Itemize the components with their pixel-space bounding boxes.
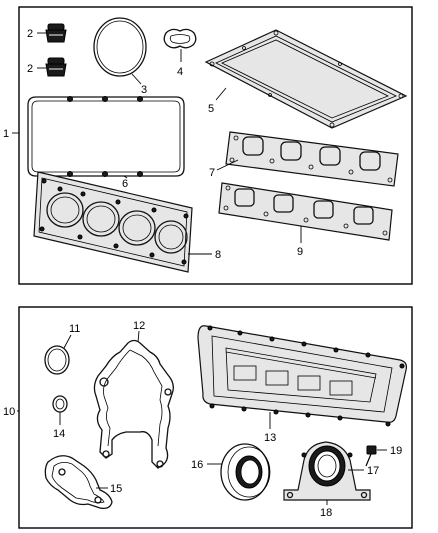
- callout-12: 12: [133, 320, 145, 332]
- exhaust-manifold-gasket-upper: [225, 131, 399, 187]
- callout-9: 9: [297, 246, 303, 258]
- callout-8: 8: [215, 249, 221, 261]
- callout-15: 15: [110, 483, 122, 495]
- o-ring-large: [93, 17, 147, 77]
- rear-seal-retainer: [283, 441, 371, 501]
- o-ring-medium: [44, 345, 70, 375]
- oil-pan-gasket: [197, 325, 407, 427]
- group-label-lower: 10: [3, 406, 15, 418]
- callout-7: 7: [209, 167, 215, 179]
- callout-18: 18: [320, 507, 332, 519]
- intake-manifold-gasket: [204, 29, 408, 129]
- valve-stem-seal-lower: [45, 57, 67, 77]
- o-ring-small: [52, 395, 68, 413]
- callout-16: 16: [191, 459, 203, 471]
- callout-11: 11: [69, 323, 80, 335]
- sensor-seal: [163, 28, 197, 49]
- valve-stem-seal-upper: [45, 23, 67, 43]
- cylinder-head-gasket: [33, 171, 193, 273]
- callout-6: 6: [122, 178, 128, 190]
- callout-5: 5: [208, 103, 214, 115]
- valve-cover-gasket: [27, 96, 185, 177]
- callout-13: 13: [264, 432, 276, 444]
- callout-2b: 2: [27, 63, 33, 75]
- callout-3: 3: [141, 84, 147, 96]
- group-label-upper: 1: [3, 128, 9, 140]
- retainer-bolt: [365, 445, 377, 467]
- exhaust-manifold-gasket-lower: [218, 182, 393, 241]
- water-pump-gasket: [44, 455, 113, 510]
- callout-14: 14: [53, 428, 65, 440]
- upper-group-frame: [18, 6, 413, 285]
- rear-main-seal: [220, 443, 271, 501]
- timing-cover-gasket: [93, 339, 174, 469]
- callout-17: 17: [367, 465, 379, 477]
- lower-group-frame: [18, 306, 413, 529]
- callout-19: 19: [390, 445, 402, 457]
- callout-2a: 2: [27, 28, 33, 40]
- callout-4: 4: [177, 66, 183, 78]
